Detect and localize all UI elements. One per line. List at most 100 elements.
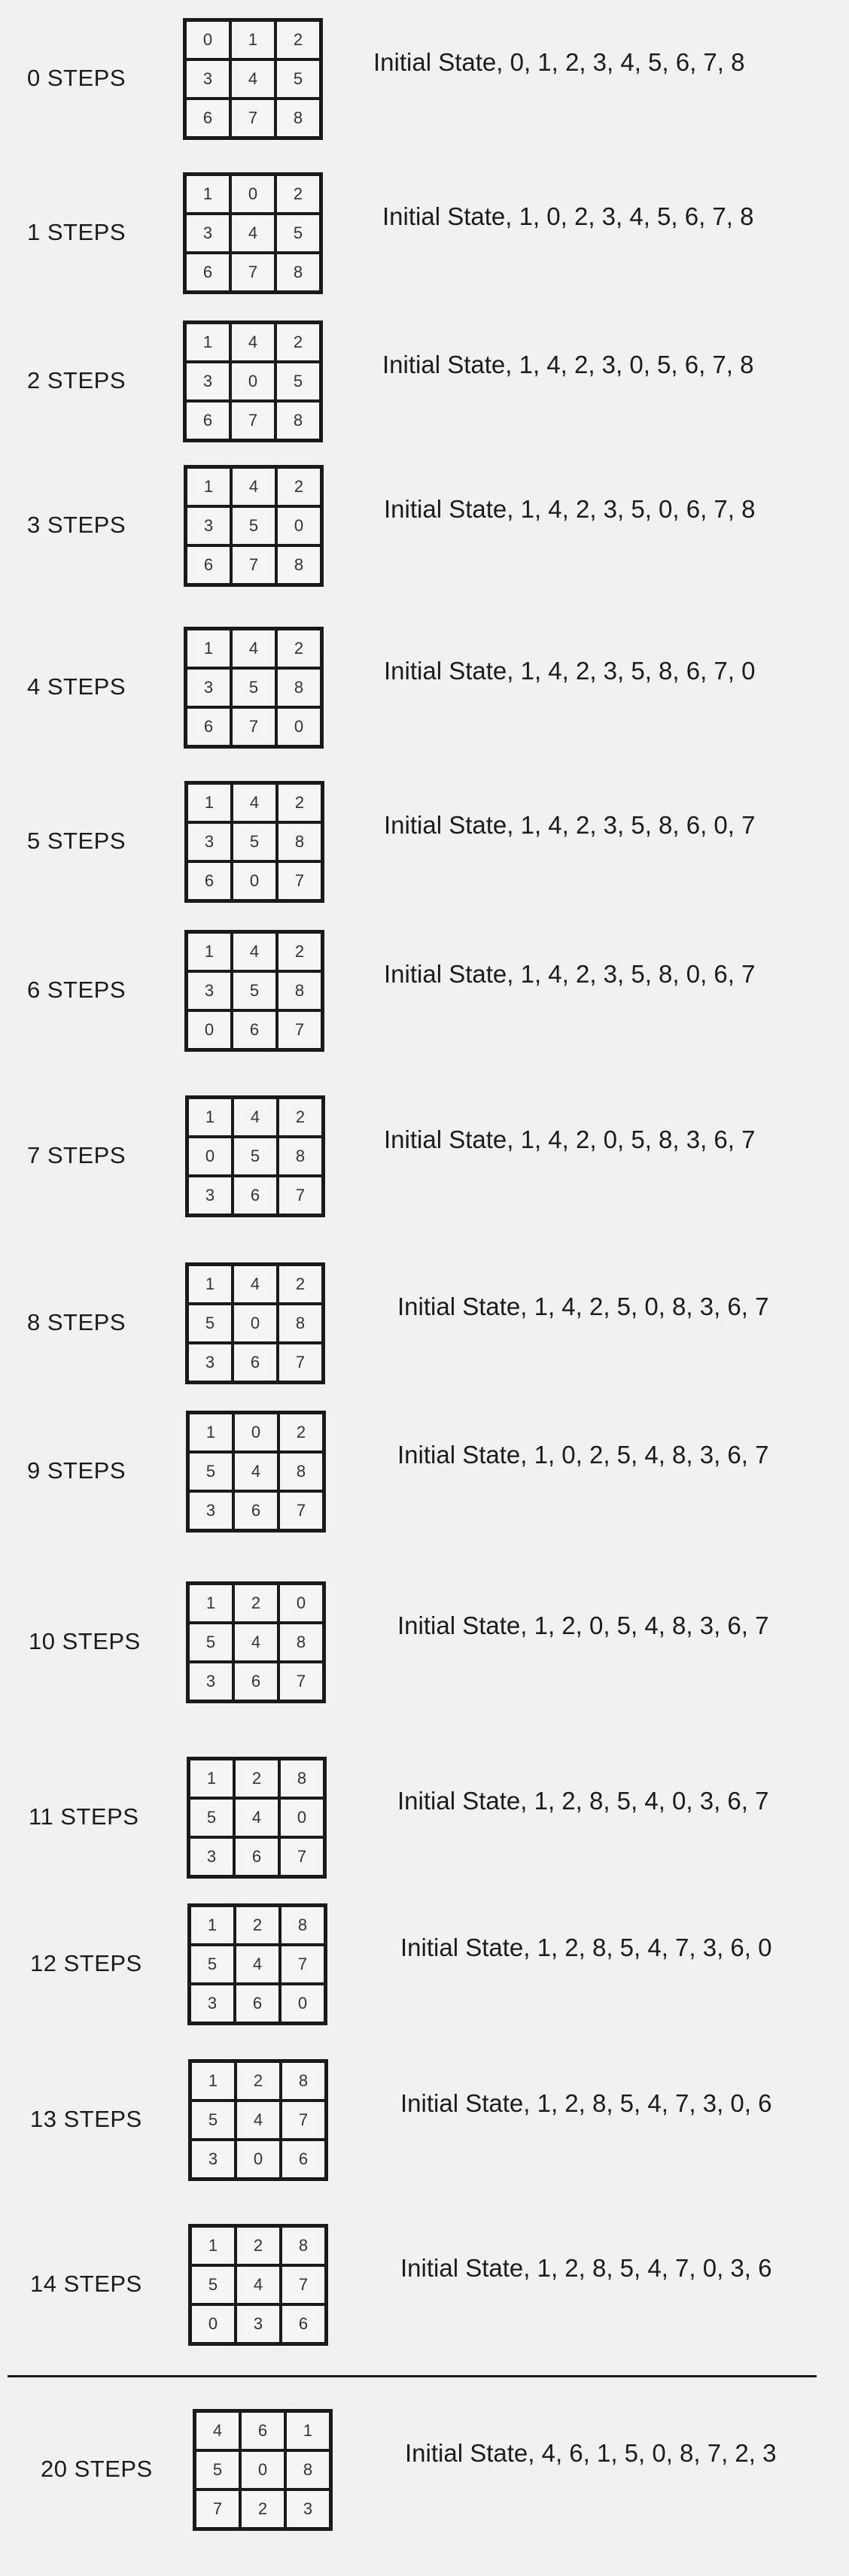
puzzle-tile: 4 [232,61,274,97]
steps-count-label: 7 STEPS [27,1142,126,1168]
state-description: Initial State, 1, 4, 2, 3, 5, 8, 6, 7, 0 [384,657,756,685]
puzzle-tile: 5 [277,61,319,97]
state-description: Initial State, 4, 6, 1, 5, 0, 8, 7, 2, 3 [405,2439,777,2467]
state-description: Initial State, 1, 2, 8, 5, 4, 7, 3, 0, 6 [400,2089,772,2117]
puzzle-tile: 6 [235,1663,277,1700]
puzzle-tile: 3 [190,1839,233,1875]
puzzle-tile: 6 [187,709,230,745]
puzzle-tile: 8 [278,670,320,706]
puzzle-tile: 3 [190,1493,232,1529]
puzzle-tile: 3 [187,670,230,706]
puzzle-tile: 2 [277,324,319,360]
puzzle-tile: 3 [237,2306,279,2342]
puzzle-tile: 6 [236,1839,278,1875]
puzzle-tile: 0 [281,1985,324,2022]
puzzle-tile: 3 [189,1344,231,1381]
puzzle-tile: 7 [233,709,275,745]
puzzle-tile: 1 [187,469,230,505]
steps-count-label: 13 STEPS [30,2106,142,2132]
puzzle-tile: 0 [232,363,274,399]
puzzle-tile: 0 [233,863,275,899]
puzzle-tile: 2 [237,2063,279,2099]
puzzle-tile: 2 [278,785,321,821]
puzzle-tile: 8 [277,100,319,136]
puzzle-tile: 6 [282,2141,324,2177]
puzzle-tile: 6 [187,547,230,583]
puzzle-tile: 3 [192,2141,234,2177]
state-description: Initial State, 0, 1, 2, 3, 4, 5, 6, 7, 8 [373,48,745,76]
puzzle-tile: 7 [196,2491,239,2527]
puzzle-tile: 8 [280,1624,322,1660]
puzzle-tile: 2 [277,176,319,212]
steps-count-label: 0 STEPS [27,65,126,91]
puzzle-tile: 2 [278,469,320,505]
steps-count-label: 12 STEPS [30,1950,142,1976]
state-description: Initial State, 1, 4, 2, 3, 0, 5, 6, 7, 8 [382,351,754,378]
puzzle-tile: 5 [277,363,319,399]
puzzle-tile: 0 [192,2306,234,2342]
puzzle-tile: 1 [191,1907,233,1943]
puzzle-tile: 1 [187,176,229,212]
puzzle-tile: 4 [233,630,275,667]
state-description: Initial State, 1, 4, 2, 0, 5, 8, 3, 6, 7 [384,1125,756,1153]
puzzle-tile: 2 [278,630,320,667]
puzzle-tile: 3 [188,824,230,860]
puzzle-tile: 3 [287,2491,329,2527]
state-description: Initial State, 1, 4, 2, 3, 5, 8, 0, 6, 7 [384,960,756,988]
puzzle-tile: 3 [190,1663,232,1700]
puzzle-tile: 8 [277,402,319,439]
steps-count-label: 1 STEPS [27,219,126,245]
puzzle-tile: 3 [188,973,230,1009]
puzzle-tile: 3 [187,363,229,399]
puzzle-tile: 0 [188,1012,230,1048]
puzzle-tile: 2 [280,1414,322,1451]
puzzle-tile: 7 [278,1012,321,1048]
puzzle-tile: 2 [278,934,321,970]
state-description: Initial State, 1, 2, 8, 5, 4, 0, 3, 6, 7 [397,1787,769,1815]
puzzle-tile: 8 [282,2063,324,2099]
steps-count-label: 2 STEPS [27,367,126,393]
puzzle-tile: 5 [190,1624,232,1660]
puzzle-tile: 0 [235,1414,277,1451]
puzzle-tile: 1 [192,2228,234,2264]
puzzle-tile: 1 [187,324,229,360]
puzzle-tile: 4 [196,2413,239,2449]
puzzle-tile: 5 [190,1454,232,1490]
puzzle-tile: 8 [279,1138,321,1174]
puzzle-tile: 7 [280,1493,322,1529]
puzzle-tile: 0 [242,2452,284,2488]
steps-count-label: 11 STEPS [29,1803,139,1830]
puzzle-tile: 7 [282,2267,324,2303]
puzzle-tile: 7 [279,1177,321,1214]
puzzle-tile: 3 [187,61,229,97]
puzzle-tile: 2 [277,22,319,58]
puzzle-tile: 1 [190,1585,232,1621]
puzzle-tile: 5 [233,670,275,706]
puzzle-tile: 7 [281,1946,324,1982]
steps-count-label: 4 STEPS [27,673,126,700]
puzzle-tile: 4 [237,2267,279,2303]
puzzle-tile: 6 [242,2413,284,2449]
puzzle-tile: 5 [233,824,275,860]
puzzle-tile: 2 [279,1099,321,1135]
puzzle-tile: 3 [187,508,230,544]
steps-count-label: 6 STEPS [27,977,126,1003]
puzzle-tile: 2 [235,1585,277,1621]
puzzle-tile: 5 [233,973,275,1009]
puzzle-tile: 7 [233,547,275,583]
puzzle-tile: 1 [190,1760,233,1797]
puzzle-tile: 5 [233,508,275,544]
puzzle-tile: 2 [279,1266,321,1302]
puzzle-tile: 5 [192,2102,234,2138]
puzzle-tile: 4 [233,934,275,970]
puzzle-tile: 8 [278,973,321,1009]
